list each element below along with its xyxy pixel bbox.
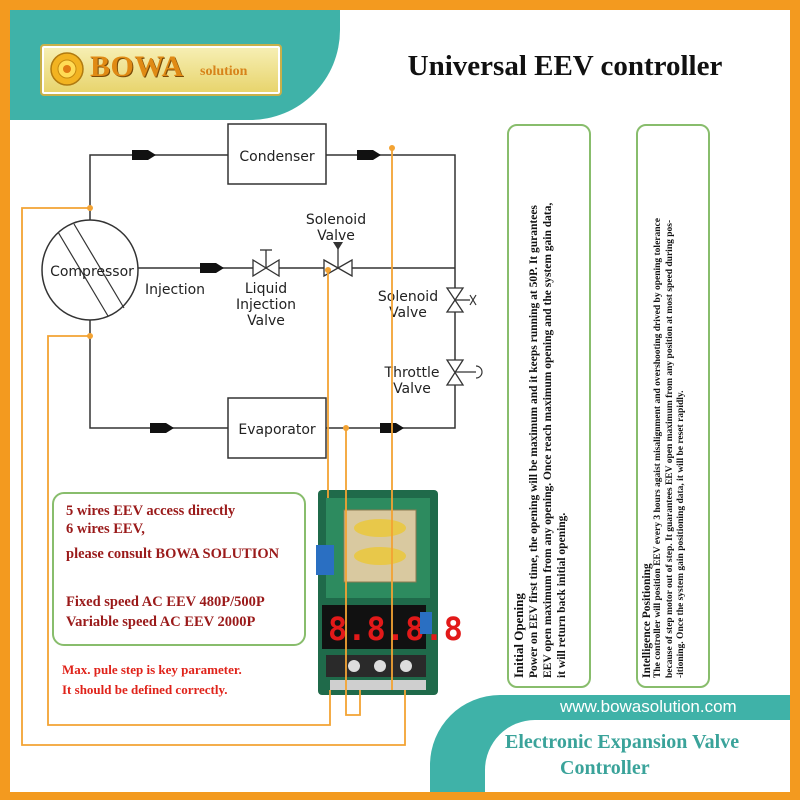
- intelligence-positioning-box: [636, 124, 710, 688]
- liquid-label-1: Liquid: [245, 281, 287, 297]
- solenoid-right-label-2: Valve: [389, 305, 427, 321]
- wiring-line-4: Fixed speed AC EEV 480P/500P: [66, 594, 265, 610]
- footer-title-line-2: Controller: [560, 757, 650, 779]
- page-title: Universal EEV controller: [407, 50, 723, 82]
- intelligence-line-2: because of step motor out of step. It gu…: [664, 219, 675, 678]
- injection-label: Injection: [145, 282, 205, 298]
- warning-line-1: Max. pule step is key parameter.: [62, 662, 242, 677]
- intelligence-line-3: -itioning. Once the system gain position…: [676, 390, 686, 678]
- liquid-label-2: Injection: [236, 297, 296, 313]
- wiring-line-2: 6 wires EEV,: [66, 521, 145, 537]
- solenoid-top-label-2: Valve: [317, 228, 355, 244]
- svg-text:8.8.8.8: 8.8.8.8: [328, 610, 463, 648]
- initial-opening-line-1: Power on EEV first time, the opening wil…: [528, 205, 540, 678]
- footer-title-line-1: Electronic Expansion Valve: [505, 731, 740, 753]
- evaporator-label: Evaporator: [238, 422, 316, 438]
- frame-left: [0, 0, 10, 800]
- website-link[interactable]: www.bowasolution.com: [560, 697, 737, 716]
- wiring-line-1: 5 wires EEV access directly: [66, 503, 236, 519]
- solenoid-right-label-1: Solenoid: [378, 289, 438, 305]
- intelligence-positioning-text: Intelligence Positioning The controller …: [641, 130, 688, 678]
- frame-bottom: [0, 792, 800, 800]
- liquid-label-3: Valve: [247, 313, 285, 329]
- solenoid-top-label-1: Solenoid: [306, 212, 366, 228]
- wiring-line-5: Variable speed AC EEV 2000P: [66, 614, 256, 630]
- throttle-label-2: Valve: [393, 381, 431, 397]
- initial-opening-box: [507, 124, 591, 688]
- sun-icon: [50, 52, 84, 86]
- frame-top: [0, 0, 800, 10]
- intelligence-line-1: The controller will position EEV every 3…: [653, 218, 663, 678]
- initial-opening-line-3: it will return back initial opening.: [556, 512, 568, 678]
- intelligence-title: Intelligence Positioning: [641, 563, 653, 678]
- condenser-label: Condenser: [239, 149, 314, 165]
- throttle-label-1: Throttle: [384, 365, 440, 381]
- wiring-info-box: [52, 492, 306, 646]
- wiring-line-3: please consult BOWA SOLUTION: [66, 546, 280, 562]
- initial-opening-text: Initial Opening Power on EEV first time,…: [511, 130, 569, 678]
- warning-line-2: It should be defined correctly.: [62, 682, 228, 697]
- brand-name: BOWA: [90, 50, 184, 83]
- compressor-label: Compressor: [50, 264, 134, 280]
- controller-board: 8.8.8.8: [316, 490, 463, 695]
- initial-opening-line-2: EEV open maximum from any opening. Once …: [542, 202, 554, 678]
- initial-opening-title: Initial Opening: [511, 593, 526, 678]
- frame-right: [790, 0, 800, 800]
- brand-suffix: solution: [200, 64, 248, 79]
- footer-panel: [485, 720, 790, 792]
